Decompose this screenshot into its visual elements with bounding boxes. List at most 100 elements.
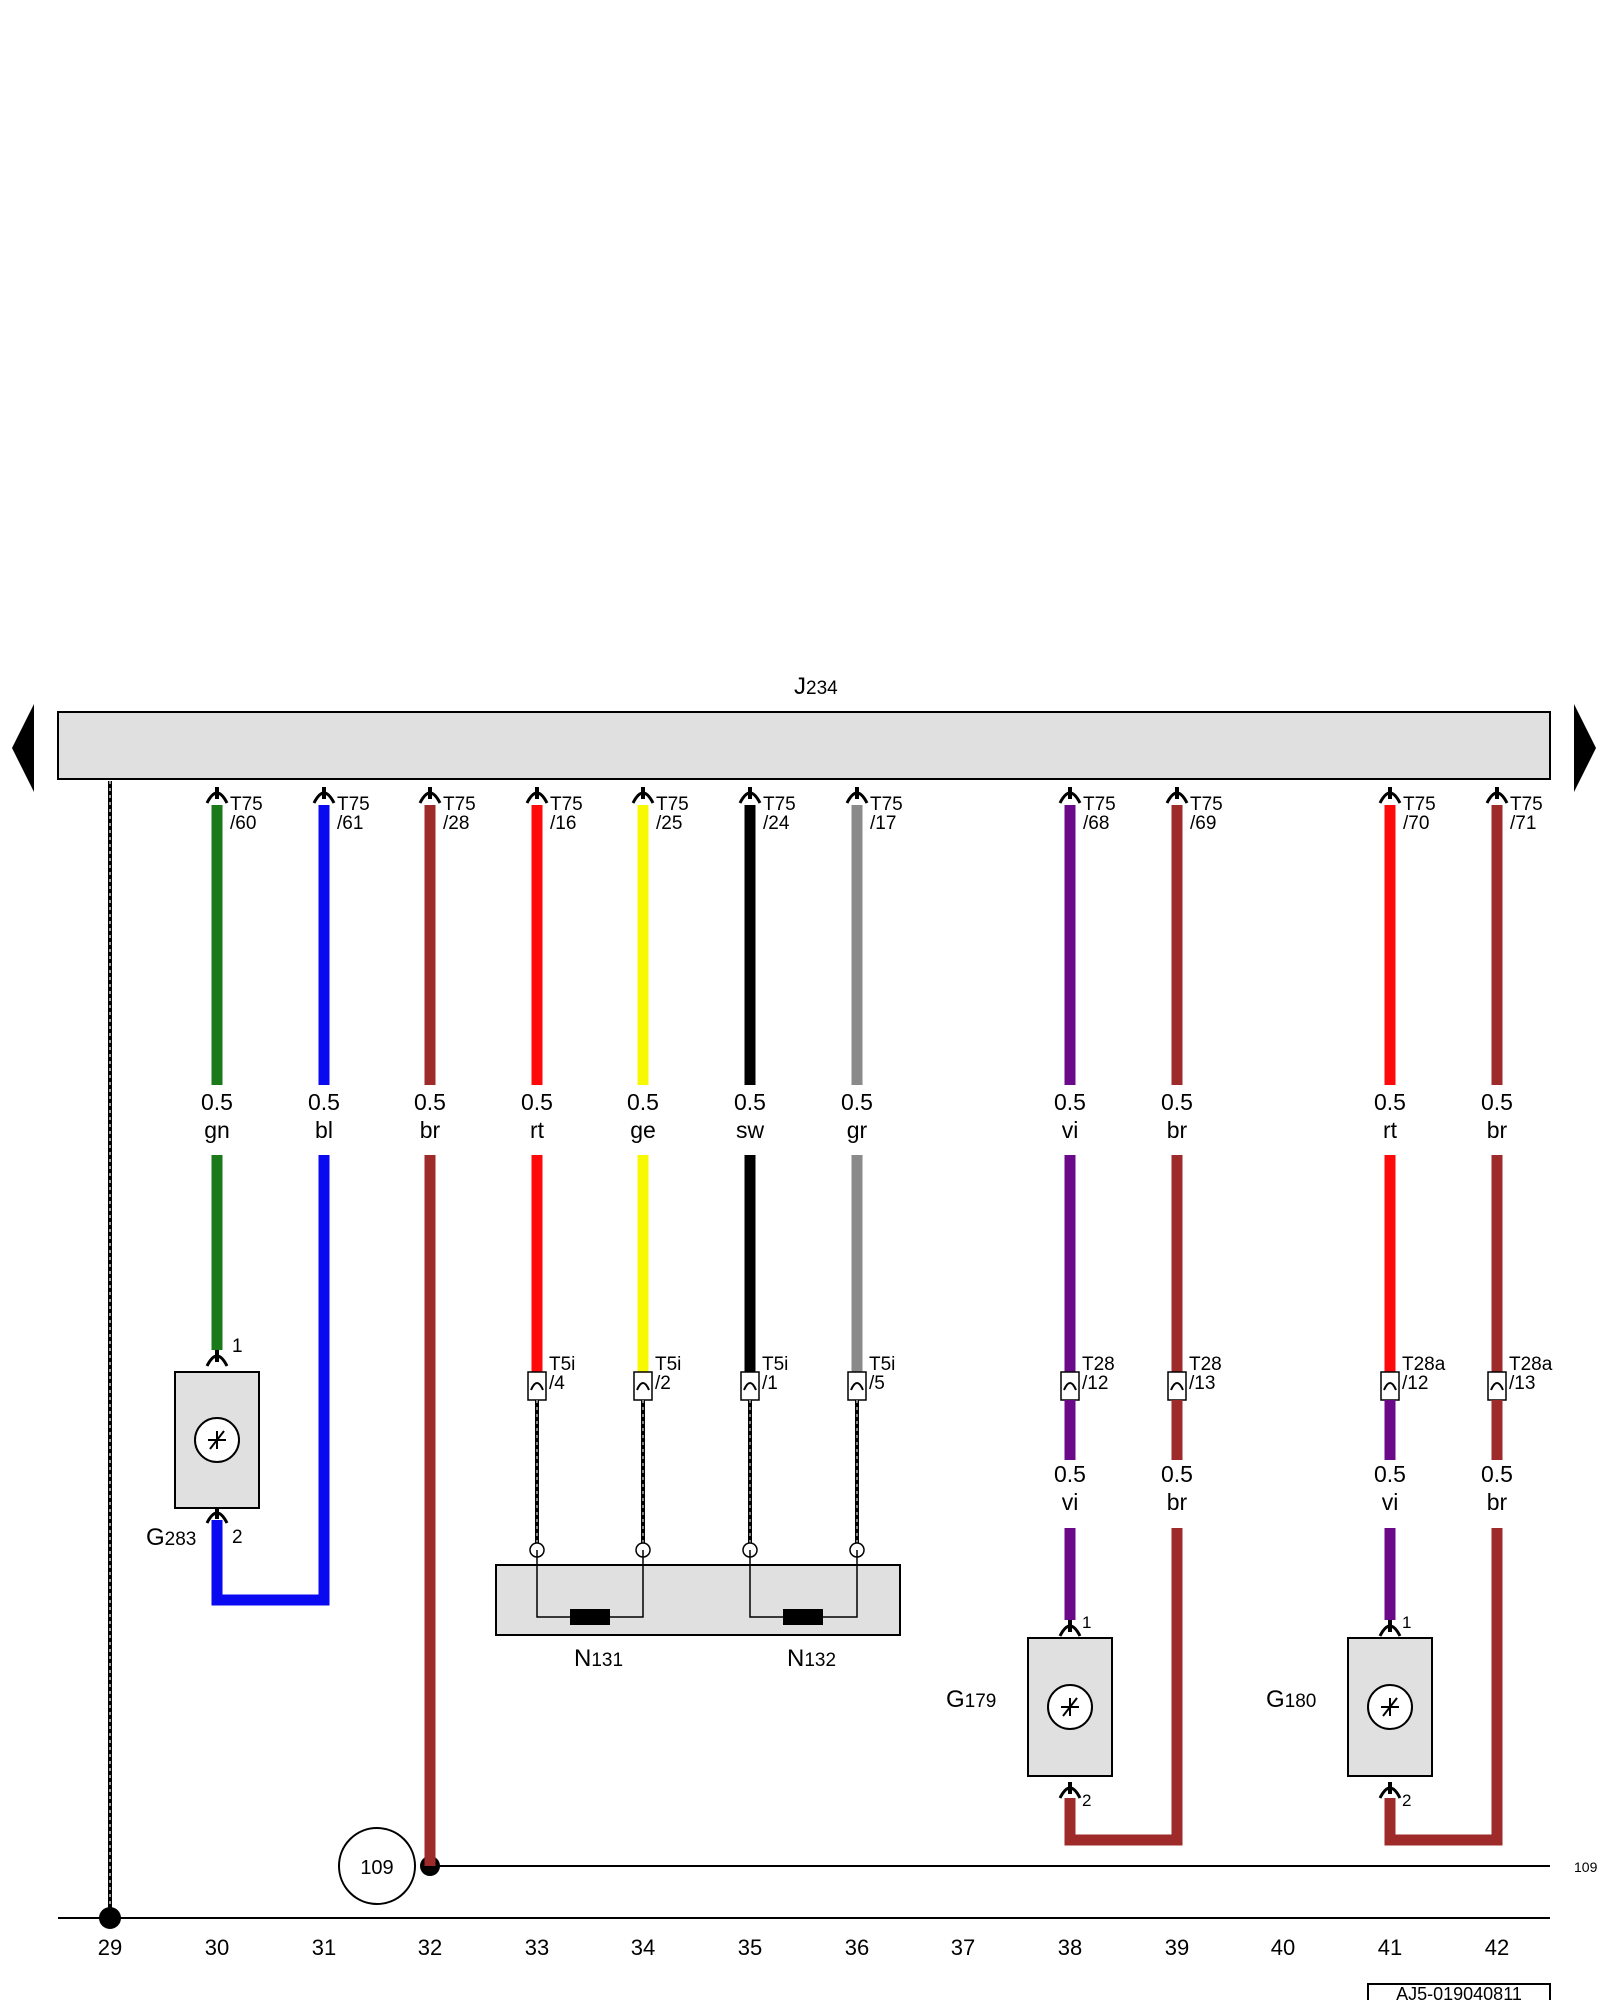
continuation-arrow-right[interactable] — [1574, 704, 1596, 792]
doc-id: AJ5-019040811 — [1396, 1984, 1522, 2000]
column-number: 35 — [738, 1935, 762, 1960]
wire-label: T28a/12 — [1402, 1354, 1446, 1394]
wire-color-label: vi — [1062, 1117, 1079, 1143]
wire-size-label: 0.5 — [521, 1089, 553, 1115]
wire-size-label: 0.5 — [201, 1089, 233, 1115]
g180-pin2-label: 2 — [1402, 1791, 1411, 1810]
n131-coil — [570, 1609, 610, 1625]
column-number: 29 — [98, 1935, 122, 1960]
wire-color-label: vi — [1062, 1489, 1079, 1515]
connector-pin-icon — [1167, 1371, 1187, 1401]
column-number: 42 — [1485, 1935, 1509, 1960]
column-number: 36 — [845, 1935, 869, 1960]
wire-size-label: 0.5 — [1161, 1089, 1193, 1115]
wire-color-label: gr — [847, 1117, 868, 1143]
wire-size-label: 0.5 — [1374, 1461, 1406, 1487]
wire-color-label: rt — [1383, 1117, 1398, 1143]
column-number: 33 — [525, 1935, 549, 1960]
control-module-bar — [57, 711, 1551, 780]
g179-label: G179 — [946, 1686, 996, 1713]
column-number: 31 — [312, 1935, 336, 1960]
wire-size-label: 0.5 — [1161, 1461, 1193, 1487]
valve-block-n131-n132[interactable]: N131 N132 — [495, 1550, 901, 1672]
wire-label: T75/70 — [1403, 794, 1436, 834]
module-label: J234 — [794, 673, 838, 700]
connector-pin-icon — [633, 1371, 653, 1401]
wire-size-label: 0.5 — [308, 1089, 340, 1115]
connector-pin-icon — [1060, 1371, 1080, 1401]
wire-label: T75/17 — [870, 794, 903, 834]
n131-label: N131 — [574, 1645, 623, 1672]
wire-color-label: br — [1487, 1489, 1508, 1515]
ground-ref-label: 109 — [360, 1857, 393, 1879]
wire-label: T75/16 — [550, 794, 583, 834]
wire-color-label: gn — [204, 1117, 230, 1143]
column-number: 34 — [631, 1935, 655, 1960]
doc-id-box — [1367, 1983, 1551, 2000]
wire-label: T28a/13 — [1509, 1354, 1553, 1394]
connector-pin-icon — [847, 1371, 867, 1401]
n132-coil — [783, 1609, 823, 1625]
wire-size-label: 0.5 — [1481, 1089, 1513, 1115]
column-number: 38 — [1058, 1935, 1082, 1960]
sensor-g179[interactable]: 1 2 G179 — [946, 1613, 1113, 1810]
wire-color-label: br — [1487, 1117, 1508, 1143]
connector-pin-icon — [1380, 1371, 1400, 1401]
wire-size-label: 0.5 — [841, 1089, 873, 1115]
wire-size-label: 0.5 — [734, 1089, 766, 1115]
column-number: 30 — [205, 1935, 229, 1960]
wire-color-label: ge — [630, 1117, 656, 1143]
column-number: 41 — [1378, 1935, 1402, 1960]
g179-pin1-label: 1 — [1082, 1613, 1091, 1632]
g283-label: G283 — [146, 1524, 196, 1551]
ground-point-109[interactable] — [338, 1827, 416, 1905]
wire-label: T5i/2 — [655, 1354, 681, 1394]
wires: T75/600.5gnT75/610.5blT75/280.5brT75/160… — [201, 787, 1553, 1866]
wire-42-return — [1384, 1528, 1503, 1846]
wire-label: T75/25 — [656, 794, 689, 834]
wire-label: T28/12 — [1082, 1354, 1115, 1394]
wire-label: T5i/5 — [869, 1354, 895, 1394]
wire-size-label: 0.5 — [1481, 1461, 1513, 1487]
wire-label: T75/61 — [337, 794, 370, 834]
wire-label: T75/24 — [763, 794, 796, 834]
wire-color-label: br — [1167, 1489, 1188, 1515]
wire-color-label: bl — [315, 1117, 333, 1143]
g283-pin2-label: 2 — [232, 1527, 243, 1548]
wire-size-label: 0.5 — [1374, 1089, 1406, 1115]
wire-label: T75/60 — [230, 794, 263, 834]
wire-size-label: 0.5 — [414, 1089, 446, 1115]
ground-edge-ref: 109 — [1574, 1859, 1598, 1875]
wire-color-label: vi — [1382, 1489, 1399, 1515]
wire-31-return — [211, 1155, 330, 1606]
wire-color-label: br — [420, 1117, 441, 1143]
wire-size-label: 0.5 — [627, 1089, 659, 1115]
wire-label: T75/28 — [443, 794, 476, 834]
connector-pin-icon — [527, 1371, 547, 1401]
wire-color-label: br — [1167, 1117, 1188, 1143]
wire-label: T75/71 — [1510, 794, 1543, 834]
sensor-g283[interactable]: 1 2 G283 — [146, 1336, 260, 1551]
wire-label: T5i/4 — [549, 1354, 575, 1394]
wire-39-return — [1064, 1528, 1183, 1846]
continuation-arrow-left[interactable] — [12, 704, 34, 792]
g179-pin2-label: 2 — [1082, 1791, 1091, 1810]
column-number: 39 — [1165, 1935, 1189, 1960]
wire-color-label: rt — [530, 1117, 545, 1143]
column-number: 37 — [951, 1935, 975, 1960]
sensor-g180[interactable]: 1 2 G180 — [1266, 1613, 1433, 1810]
wire-size-label: 0.5 — [1054, 1461, 1086, 1487]
n132-label: N132 — [787, 1645, 836, 1672]
wire-size-label: 0.5 — [1054, 1089, 1086, 1115]
wire-label: T5i/1 — [762, 1354, 788, 1394]
wire-label: T28/13 — [1189, 1354, 1222, 1394]
connector-pin-icon — [1487, 1371, 1507, 1401]
wire-label: T75/68 — [1083, 794, 1116, 834]
g180-pin1-label: 1 — [1402, 1613, 1411, 1632]
g283-pin1-label: 1 — [232, 1336, 243, 1357]
g180-label: G180 — [1266, 1686, 1316, 1713]
connector-pin-icon — [740, 1371, 760, 1401]
column-number: 40 — [1271, 1935, 1295, 1960]
